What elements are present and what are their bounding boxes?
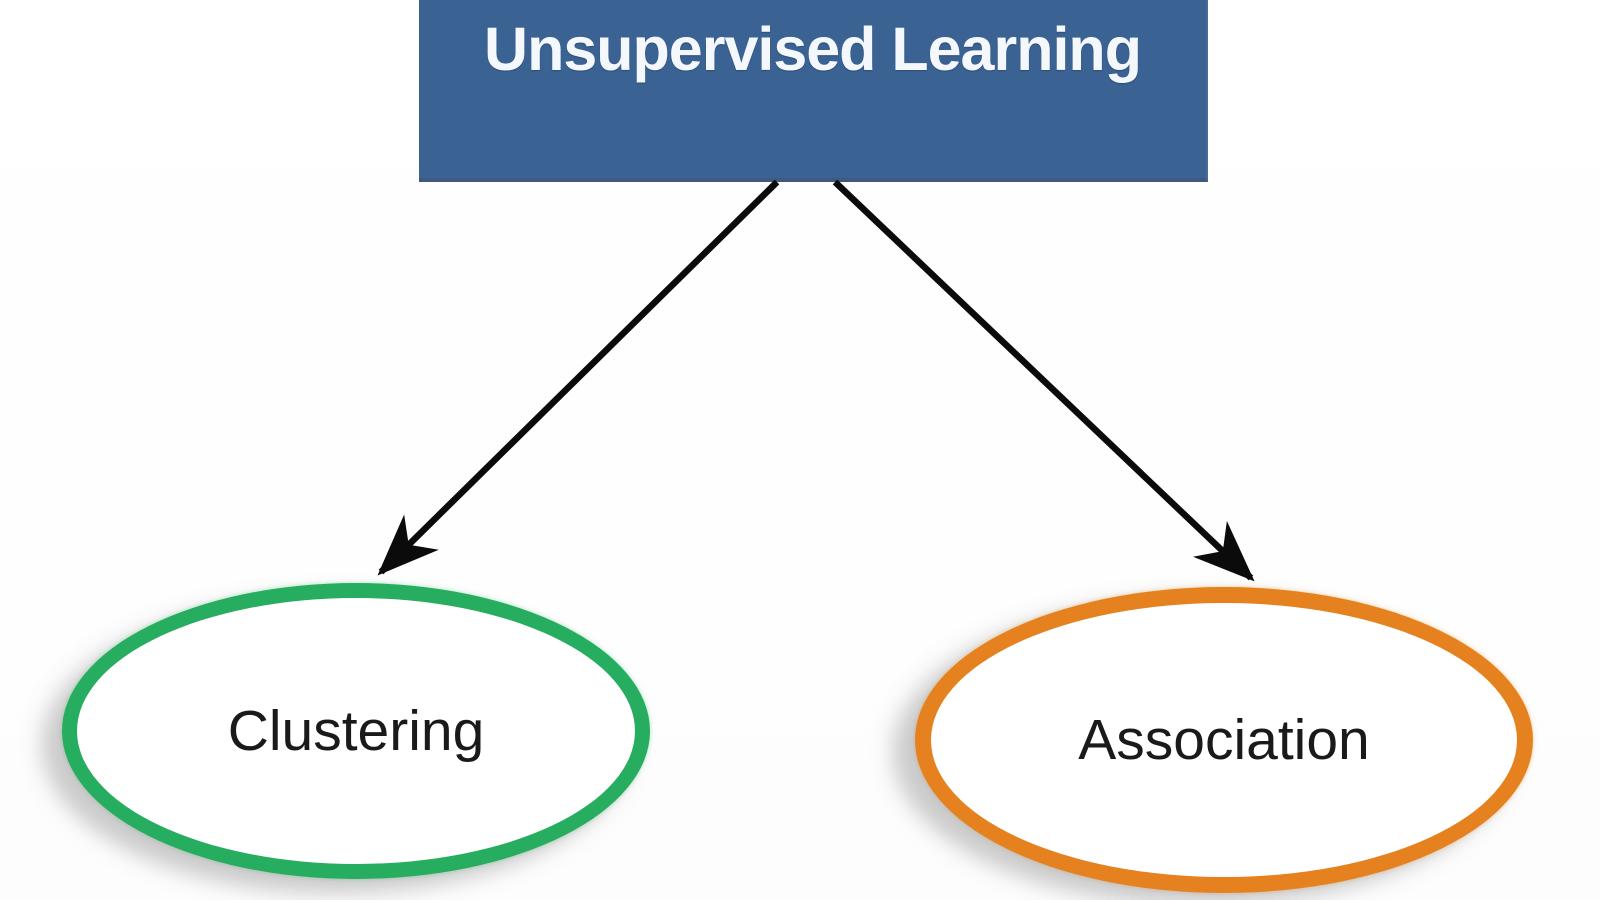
node-clustering: Clustering: [62, 583, 650, 879]
node-unsupervised-learning-label: Unsupervised Learning: [484, 15, 1142, 83]
arrow-root-to-clustering: [377, 179, 780, 576]
node-association-label: Association: [1078, 708, 1370, 772]
arrow-root-to-association: [832, 179, 1255, 582]
node-unsupervised-learning: Unsupervised Learning: [419, 0, 1208, 182]
node-association: Association: [915, 587, 1533, 893]
node-clustering-label: Clustering: [227, 699, 485, 763]
